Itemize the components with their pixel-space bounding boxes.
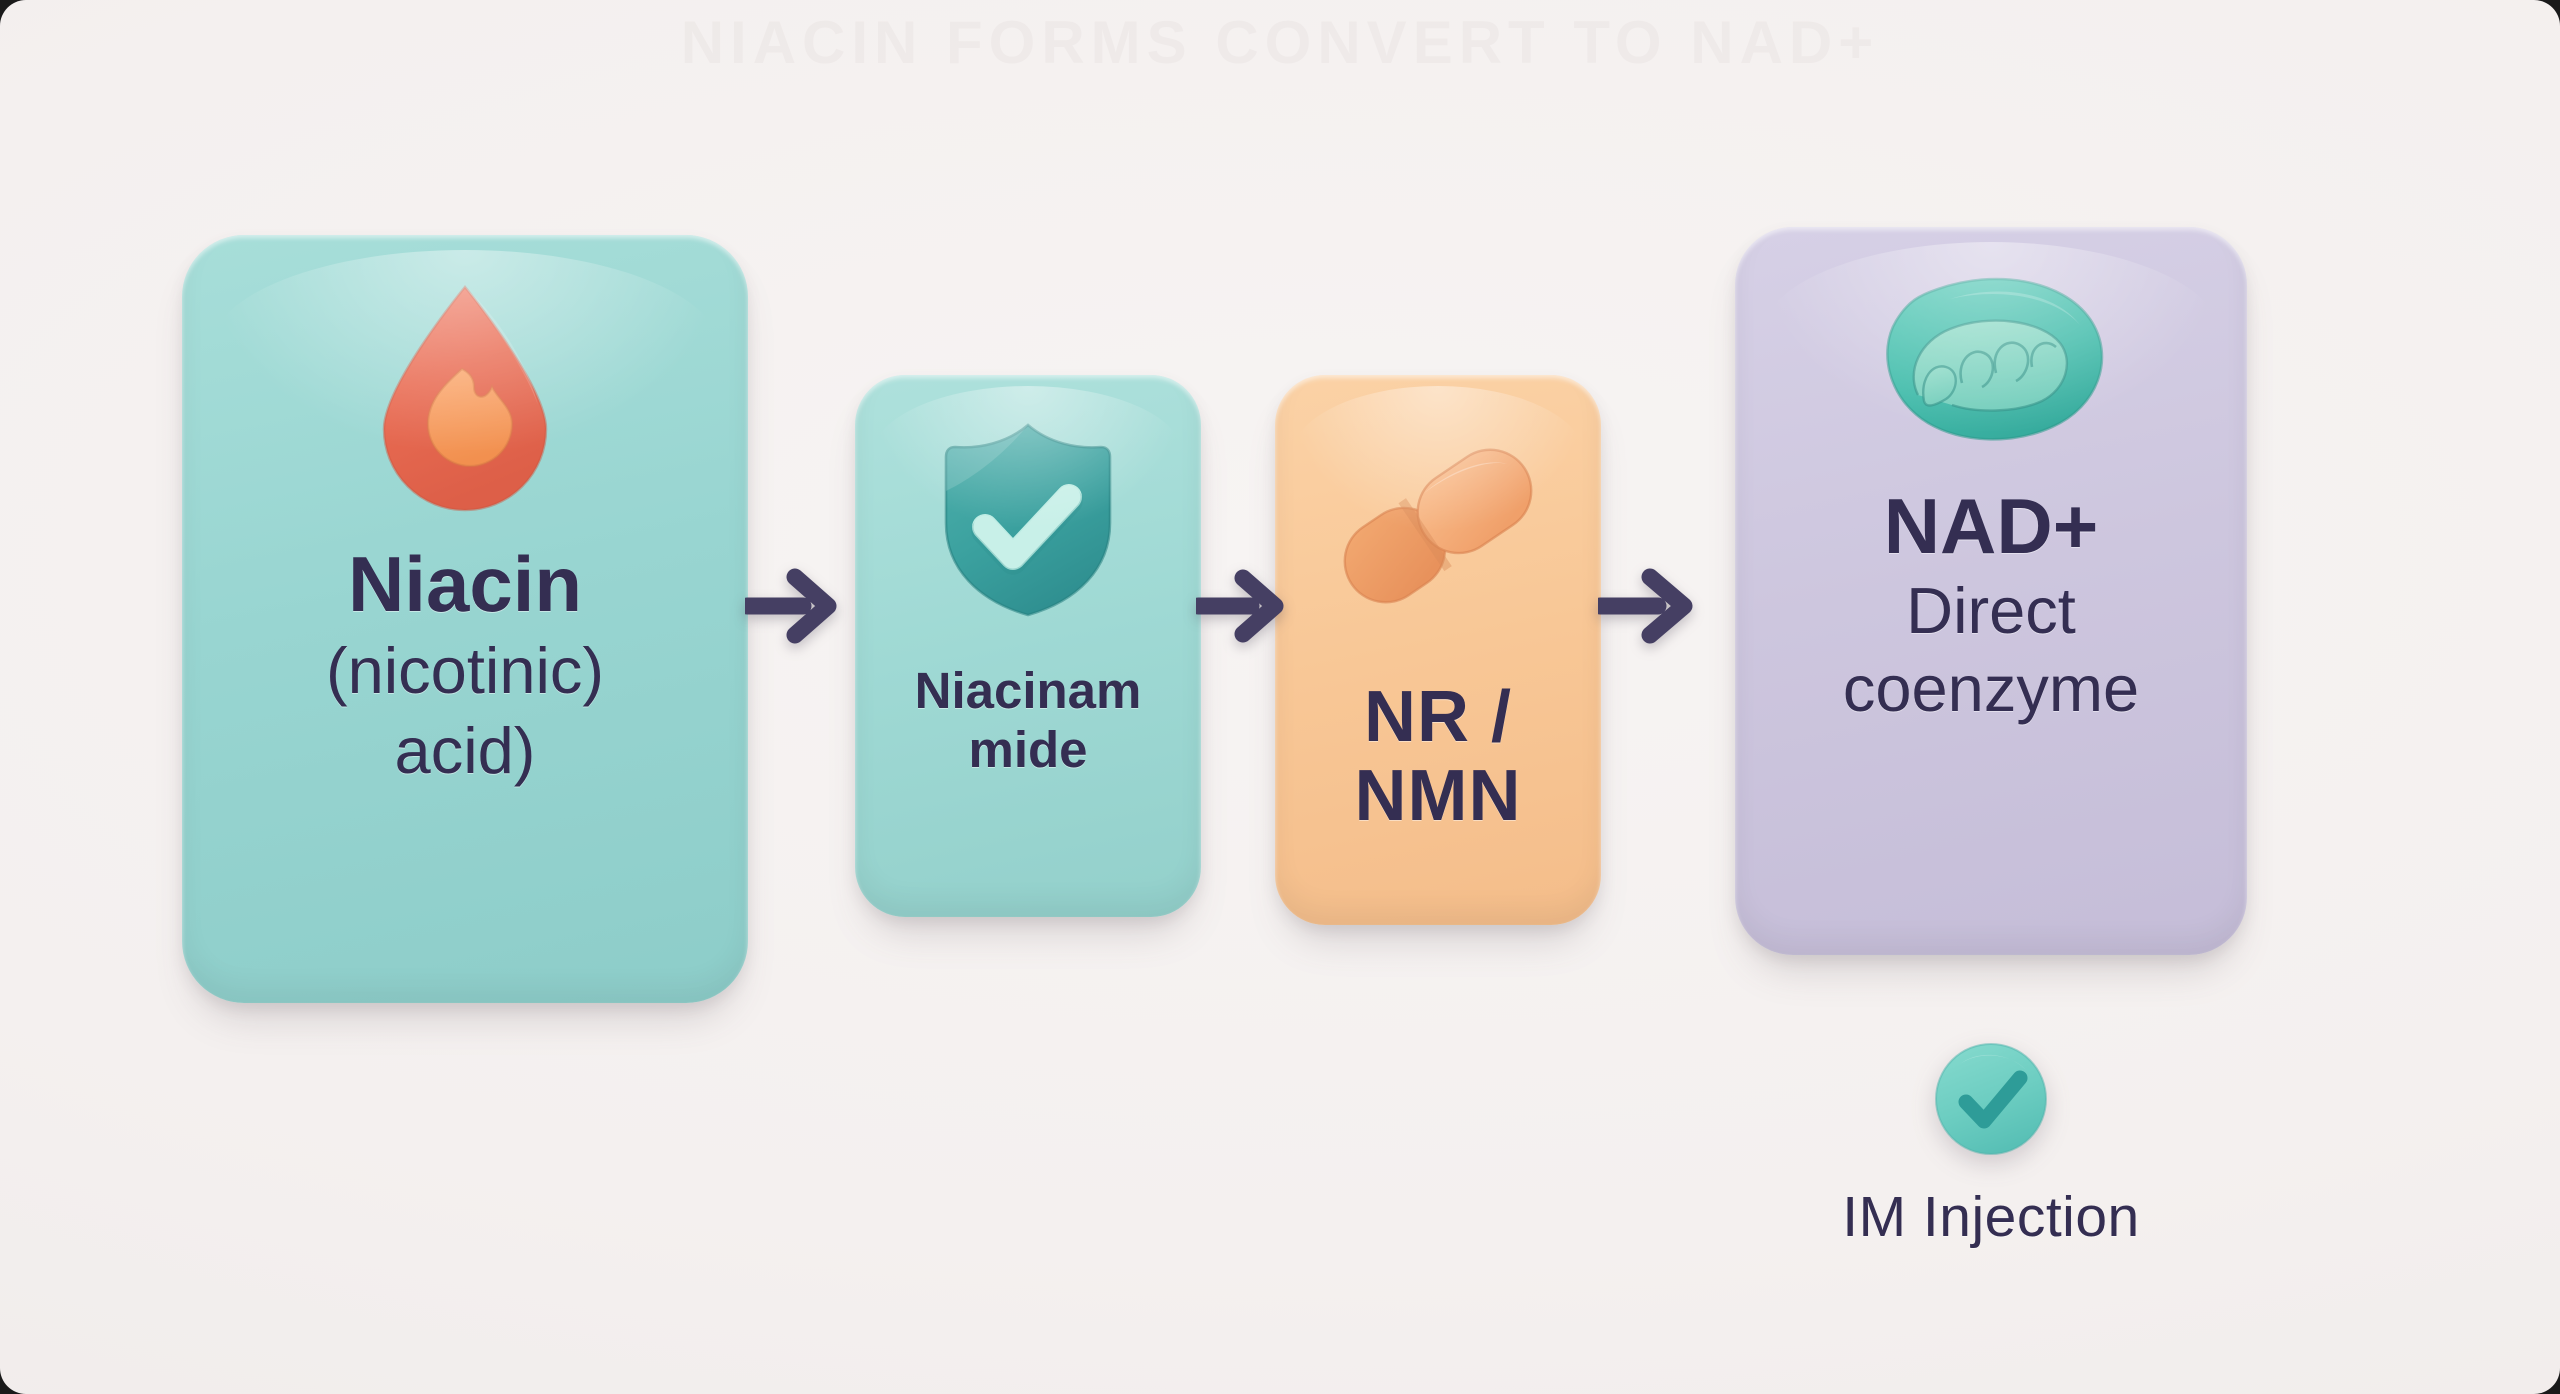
card-subtitle-nr-nmn: NMN [1354,755,1522,836]
card-title-nr-nmn: NR / [1364,677,1512,757]
arrow-right-icon [1189,568,1288,644]
card-subtitle-niacinamide: mide [968,721,1088,779]
arrow-right-icon [1591,566,1698,646]
card-title-niacinamide: Niacinam [914,662,1142,719]
flow-card-nad-plus[interactable]: NAD+ Direct coenzyme [1735,227,2247,955]
check-circle-icon [1932,1040,2050,1158]
watermark-title: NIACIN FORMS CONVERT TO NAD+ [680,9,1880,76]
card-subtitle-nad-plus-2: coenzyme [1842,651,2140,725]
card-subtitle-niacin-2: acid) [394,713,536,787]
card-subtitle-niacin-1: (nicotinic) [325,634,605,708]
card-subtitle-nad-plus-1: Direct [1906,574,2076,648]
legend-im-injection[interactable]: IM Injection [1735,1040,2247,1250]
flow-card-nr-nmn[interactable]: NR / NMN [1275,375,1601,925]
mitochondrion-icon [1866,267,2116,462]
legend-label: IM Injection [1842,1185,2140,1249]
shield-check-icon [935,419,1121,626]
flow-card-niacin[interactable]: Niacin (nicotinic) acid) [182,235,748,1003]
card-title-niacin: Niacin [347,540,583,628]
flow-card-niacinamide[interactable]: Niacinam mide [855,375,1201,917]
card-title-nad-plus: NAD+ [1883,482,2099,570]
capsule-pill-icon [1318,433,1558,624]
blood-drop-flame-icon [370,281,560,518]
arrow-right-icon [738,567,841,645]
